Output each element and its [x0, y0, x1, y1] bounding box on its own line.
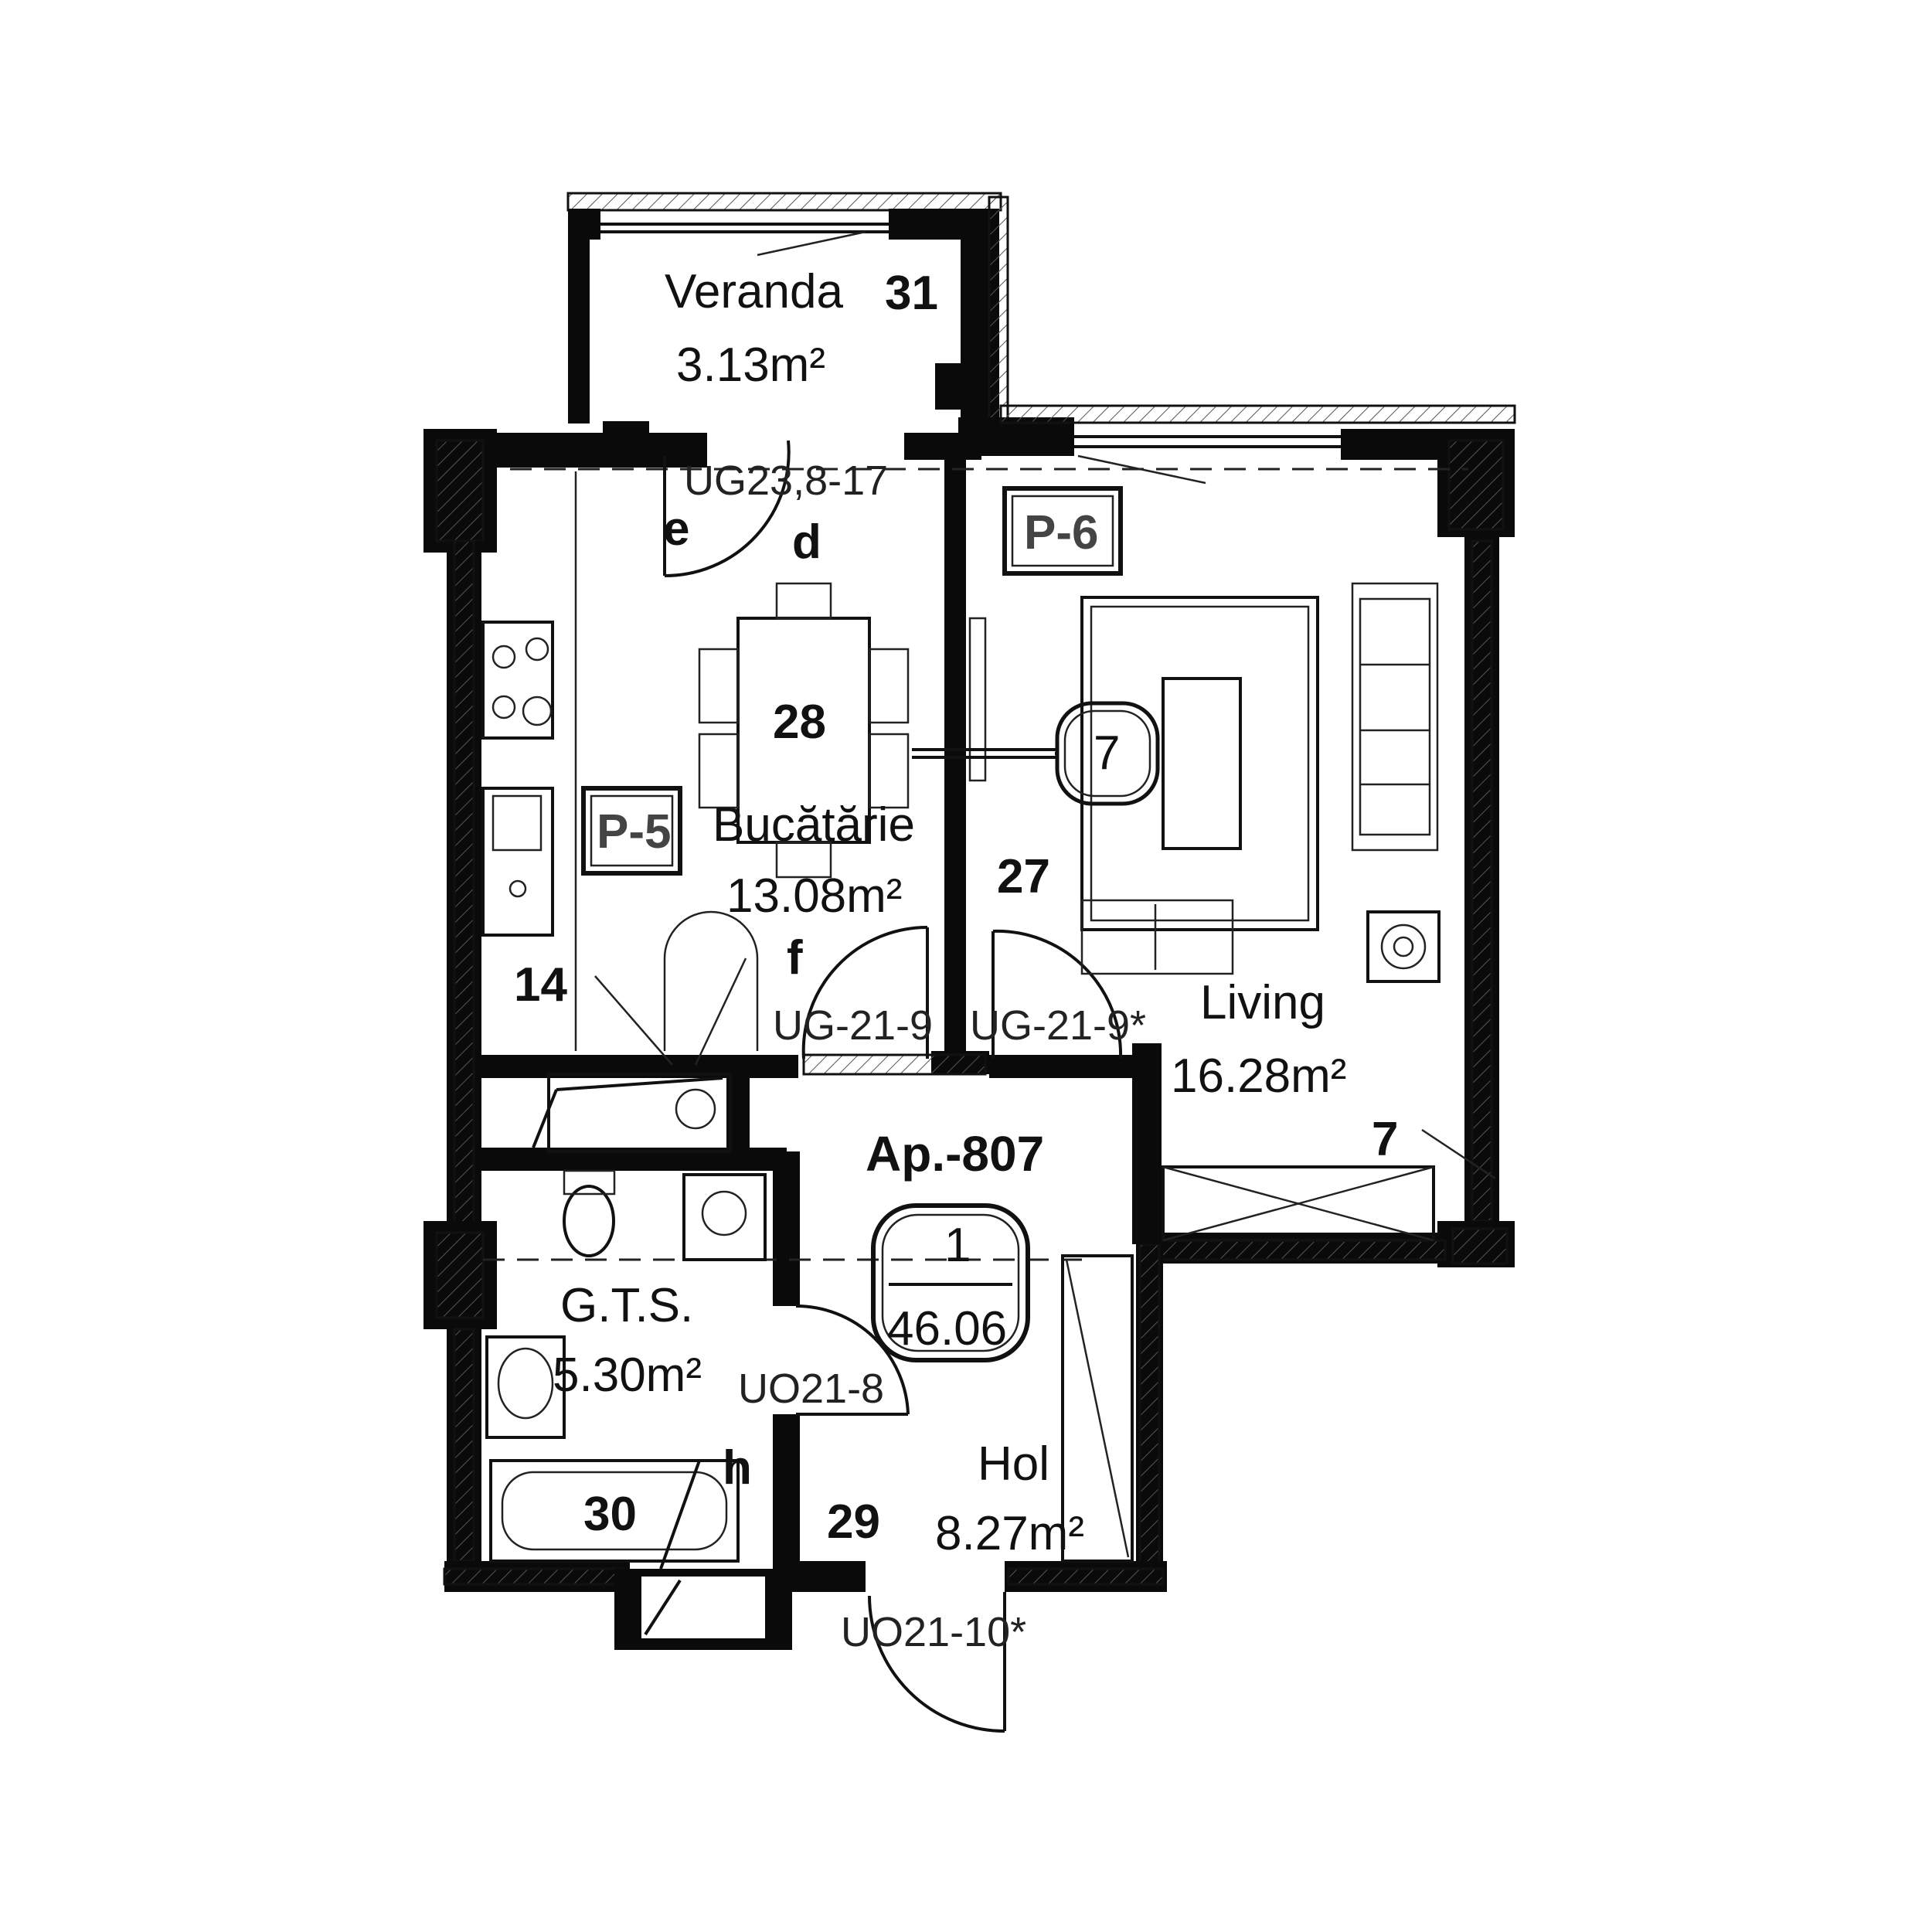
bath-door-label: UO21-8	[738, 1366, 884, 1412]
bathroom-number: 30	[583, 1488, 637, 1541]
dashed-lines	[483, 230, 1468, 1261]
living-door-label: UG-21-9*	[970, 1002, 1146, 1049]
veranda-area: 3.13m²	[676, 338, 825, 392]
kitchen-door-label: UG-21-9	[773, 1002, 933, 1049]
kitchen-number: 28	[773, 696, 826, 749]
apartment-title: Ap.-807	[866, 1126, 1044, 1182]
kitchen-area: 13.08m²	[726, 869, 902, 923]
marker-d: d	[792, 515, 821, 569]
veranda-number: 31	[885, 267, 938, 320]
door-swings	[663, 440, 1123, 1733]
veranda-door-label: UG23,8-17	[684, 457, 888, 504]
kitchen-name: Bucătărie	[713, 798, 915, 852]
door-labels: UG23,8-17 UG-21-9 UG-21-9* UO21-8 UO21-1…	[684, 457, 1146, 1655]
apartment-badge: Ap.-807 1 46.06	[866, 1126, 1044, 1362]
apartment-code: 1	[944, 1219, 971, 1272]
circle-marker-label: 7	[1094, 726, 1120, 780]
bathroom-area: 5.30m²	[553, 1349, 702, 1402]
kitchen-panel-tag: P-5	[597, 805, 671, 859]
hall-area: 8.27m²	[935, 1507, 1084, 1560]
living-area: 16.28m²	[1171, 1049, 1346, 1103]
markers: e d f h 14 7	[514, 502, 1496, 1495]
bathroom-name: G.T.S.	[560, 1279, 693, 1332]
hall-number: 29	[827, 1495, 880, 1549]
hall-name: Hol	[978, 1437, 1049, 1491]
room-labels: Veranda 3.13m² 31 28 Bucătărie 13.08m² 2…	[553, 265, 1346, 1560]
circle-marker: 7	[1055, 701, 1160, 806]
marker-e: e	[663, 502, 689, 556]
marker-7-living: 7	[1372, 1113, 1398, 1166]
entry-door-label: UO21-10*	[841, 1609, 1026, 1655]
living-panel-tag: P-6	[1024, 506, 1098, 560]
marker-f: f	[787, 931, 803, 985]
marker-14: 14	[514, 958, 567, 1012]
furniture	[481, 471, 1440, 1570]
living-number: 27	[997, 850, 1050, 903]
marker-h: h	[723, 1441, 752, 1495]
walls	[423, 192, 1516, 1650]
veranda-name: Veranda	[665, 265, 844, 318]
panel-tags: P-5 P-6	[581, 486, 1123, 876]
apartment-area: 46.06	[887, 1302, 1007, 1355]
living-name: Living	[1200, 976, 1325, 1029]
